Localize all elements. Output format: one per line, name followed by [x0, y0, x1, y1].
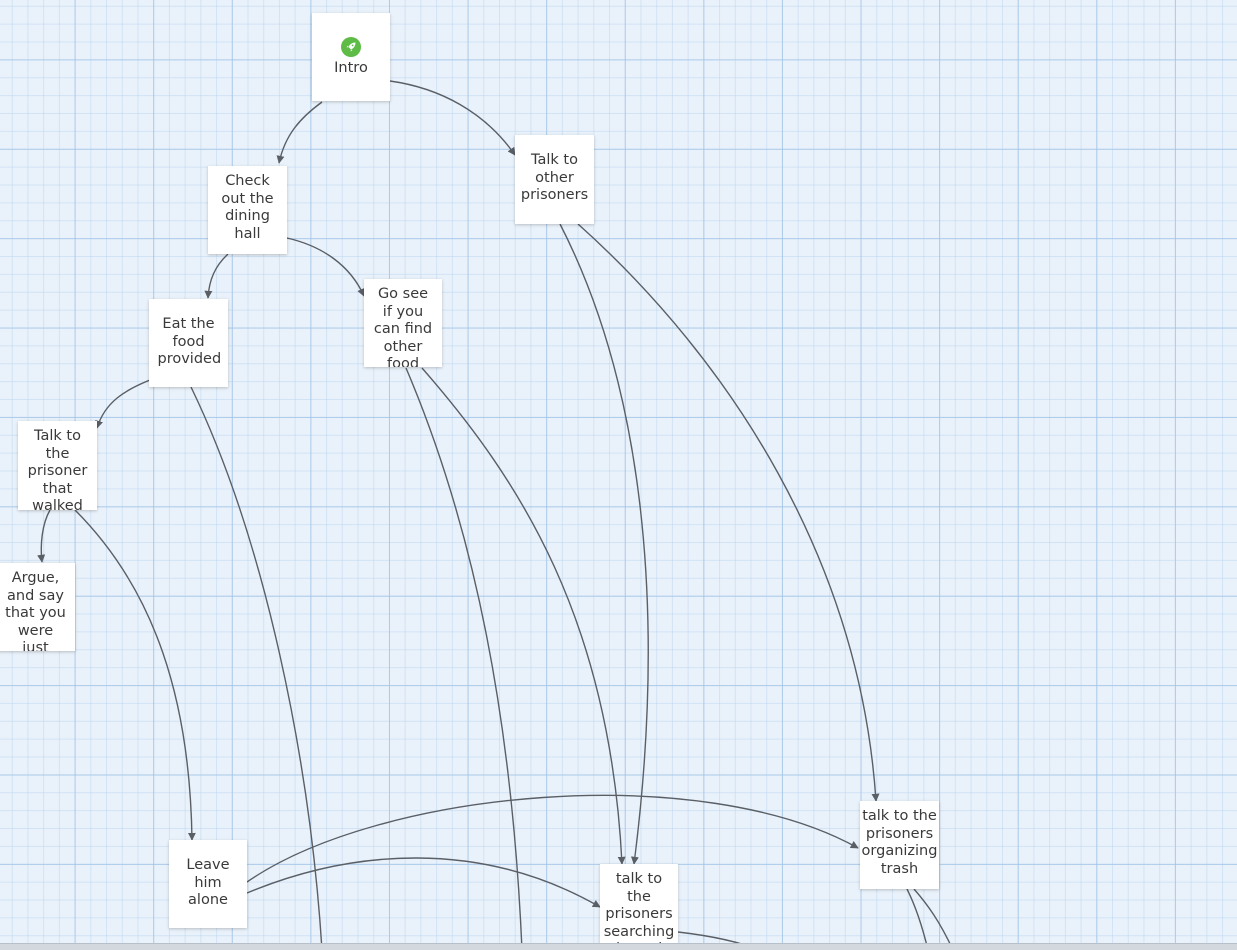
link-organizing-offscreen-2	[913, 888, 954, 950]
passage-talk-other[interactable]: Talk to other prisoners	[515, 135, 594, 224]
passage-title: Argue, and say that you were just eating	[5, 570, 66, 651]
horizontal-scrollbar[interactable]	[0, 943, 1237, 950]
passage-title: Talk to the prisoner that walked	[27, 428, 88, 510]
link-leave-to-organizing	[246, 794, 859, 883]
link-talk-other-to-organizing	[577, 223, 880, 802]
link-talk-other-to-searching	[559, 223, 649, 865]
passage-title: Talk to other prisoners	[520, 152, 589, 203]
passage-title: Intro	[334, 59, 368, 76]
passage-leave-alone[interactable]: Leave him alone	[169, 840, 247, 928]
passage-check-dining[interactable]: Check out the dining hall	[208, 166, 287, 254]
passage-title: Check out the dining hall	[221, 173, 274, 242]
passage-eat-food[interactable]: Eat the food provided	[149, 299, 228, 387]
passage-talk-prisoner-walked[interactable]: Talk to the prisoner that walked	[18, 421, 97, 510]
link-go-see-offscreen	[405, 367, 523, 950]
passage-title: Eat the food provided	[157, 316, 222, 367]
link-talk-prisoner-to-leave	[74, 509, 196, 841]
link-go-see-to-searching	[421, 367, 626, 865]
passage-title: talk to the prisoners searching through	[603, 871, 675, 950]
rocket-icon	[341, 36, 361, 57]
passage-title: Leave him alone	[186, 857, 230, 908]
passage-talk-organizing[interactable]: talk to the prisoners organizing trash	[860, 801, 939, 889]
passage-title: Go see if you can find other food	[373, 286, 433, 367]
link-intro-to-check-dining	[276, 101, 323, 164]
link-talk-prisoner-to-argue	[37, 509, 51, 563]
link-leave-to-searching	[246, 857, 601, 908]
link-eat-food-offscreen	[190, 386, 323, 950]
passage-talk-searching[interactable]: talk to the prisoners searching through	[600, 864, 678, 950]
link-eat-food-to-talk-prisoner	[95, 379, 151, 429]
passage-title: talk to the prisoners organizing trash	[861, 808, 938, 877]
passage-intro[interactable]: Intro	[312, 13, 390, 101]
link-check-dining-to-eat-food	[204, 253, 229, 299]
link-organizing-offscreen-1	[906, 888, 929, 950]
link-check-dining-to-go-see	[286, 237, 365, 297]
passage-argue[interactable]: Argue, and say that you were just eating	[0, 563, 75, 651]
passage-go-see[interactable]: Go see if you can find other food	[364, 279, 442, 367]
link-intro-to-talk-other	[389, 80, 516, 156]
